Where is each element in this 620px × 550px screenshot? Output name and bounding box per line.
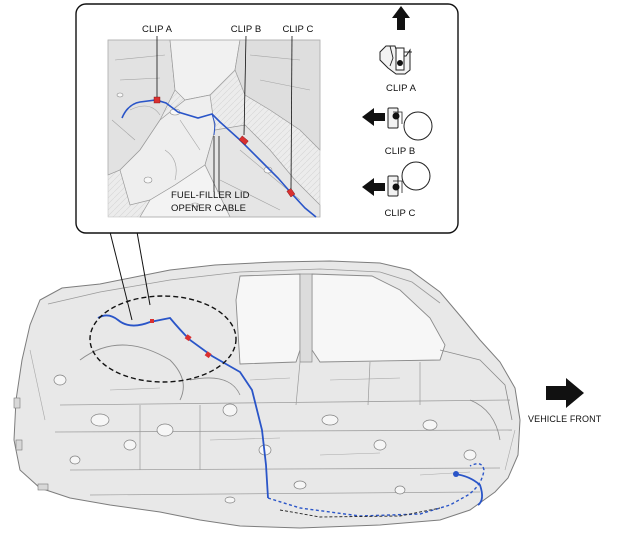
callout-leader-line (109, 231, 133, 321)
callout-leader-line (136, 231, 151, 306)
detail-image (107, 39, 321, 218)
clip-b-caption: CLIP B (384, 146, 416, 157)
cable-label-line2: OPENER CABLE (171, 203, 247, 214)
vehicle-body-side-panel (13, 260, 521, 529)
clip-c-label: CLIP C (282, 24, 314, 35)
clip-b-diagram (362, 107, 433, 141)
arrow-left-icon (362, 108, 385, 126)
clip-c-diagram (362, 161, 431, 197)
vehicle-fuel-filler-cable (97, 314, 485, 518)
clip-b-label: CLIP B (230, 24, 262, 35)
clip-a-caption: CLIP A (386, 83, 416, 94)
clip-a-marker (153, 96, 161, 104)
clip-a-label: CLIP A (142, 24, 172, 35)
arrow-up-icon (392, 6, 410, 30)
clip-c-caption: CLIP C (384, 208, 416, 219)
vehicle-front-label: VEHICLE FRONT (528, 414, 602, 424)
clip-c-marker (286, 188, 296, 198)
detail-area-ellipse (89, 295, 237, 383)
arrow-right-icon (546, 378, 584, 408)
clip-b-marker (238, 135, 249, 146)
clip-a-diagram (379, 6, 412, 75)
arrow-left-icon (362, 178, 385, 196)
cable-label-line1: FUEL-FILLER LID (171, 190, 250, 201)
clip-label-leaders (156, 35, 293, 192)
